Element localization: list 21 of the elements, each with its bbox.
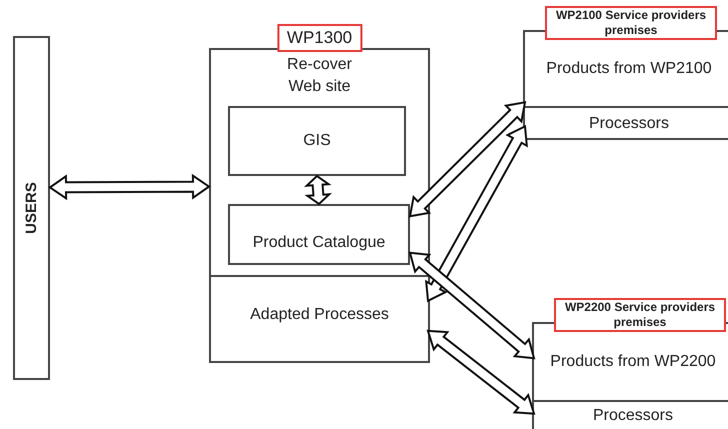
node-label: Products from WP2200 <box>550 352 716 372</box>
block-arrow <box>425 124 528 302</box>
node-label: Processors <box>588 114 670 134</box>
heading-label: WP2100 Service providers premises <box>545 6 717 40</box>
node-label: Products from WP2100 <box>546 59 712 79</box>
process-box <box>228 204 410 265</box>
block-arrow <box>304 174 332 206</box>
block-arrow <box>408 101 526 218</box>
process-box <box>228 106 406 176</box>
node-label: Adapted Processes <box>250 305 389 325</box>
node-label: Re-cover Web site <box>286 55 353 97</box>
heading-label: WP1300 <box>276 24 362 52</box>
block-arrow <box>426 330 536 415</box>
heading-label: WP2200 Service providers premises <box>554 298 726 332</box>
node-label: Processors <box>592 406 674 426</box>
node-label: GIS <box>303 131 331 151</box>
node-label: Product Catalogue <box>252 233 386 253</box>
process-box <box>13 36 50 380</box>
node-label: USERS <box>21 182 40 234</box>
block-arrow <box>48 174 211 200</box>
block-arrow <box>408 252 536 360</box>
